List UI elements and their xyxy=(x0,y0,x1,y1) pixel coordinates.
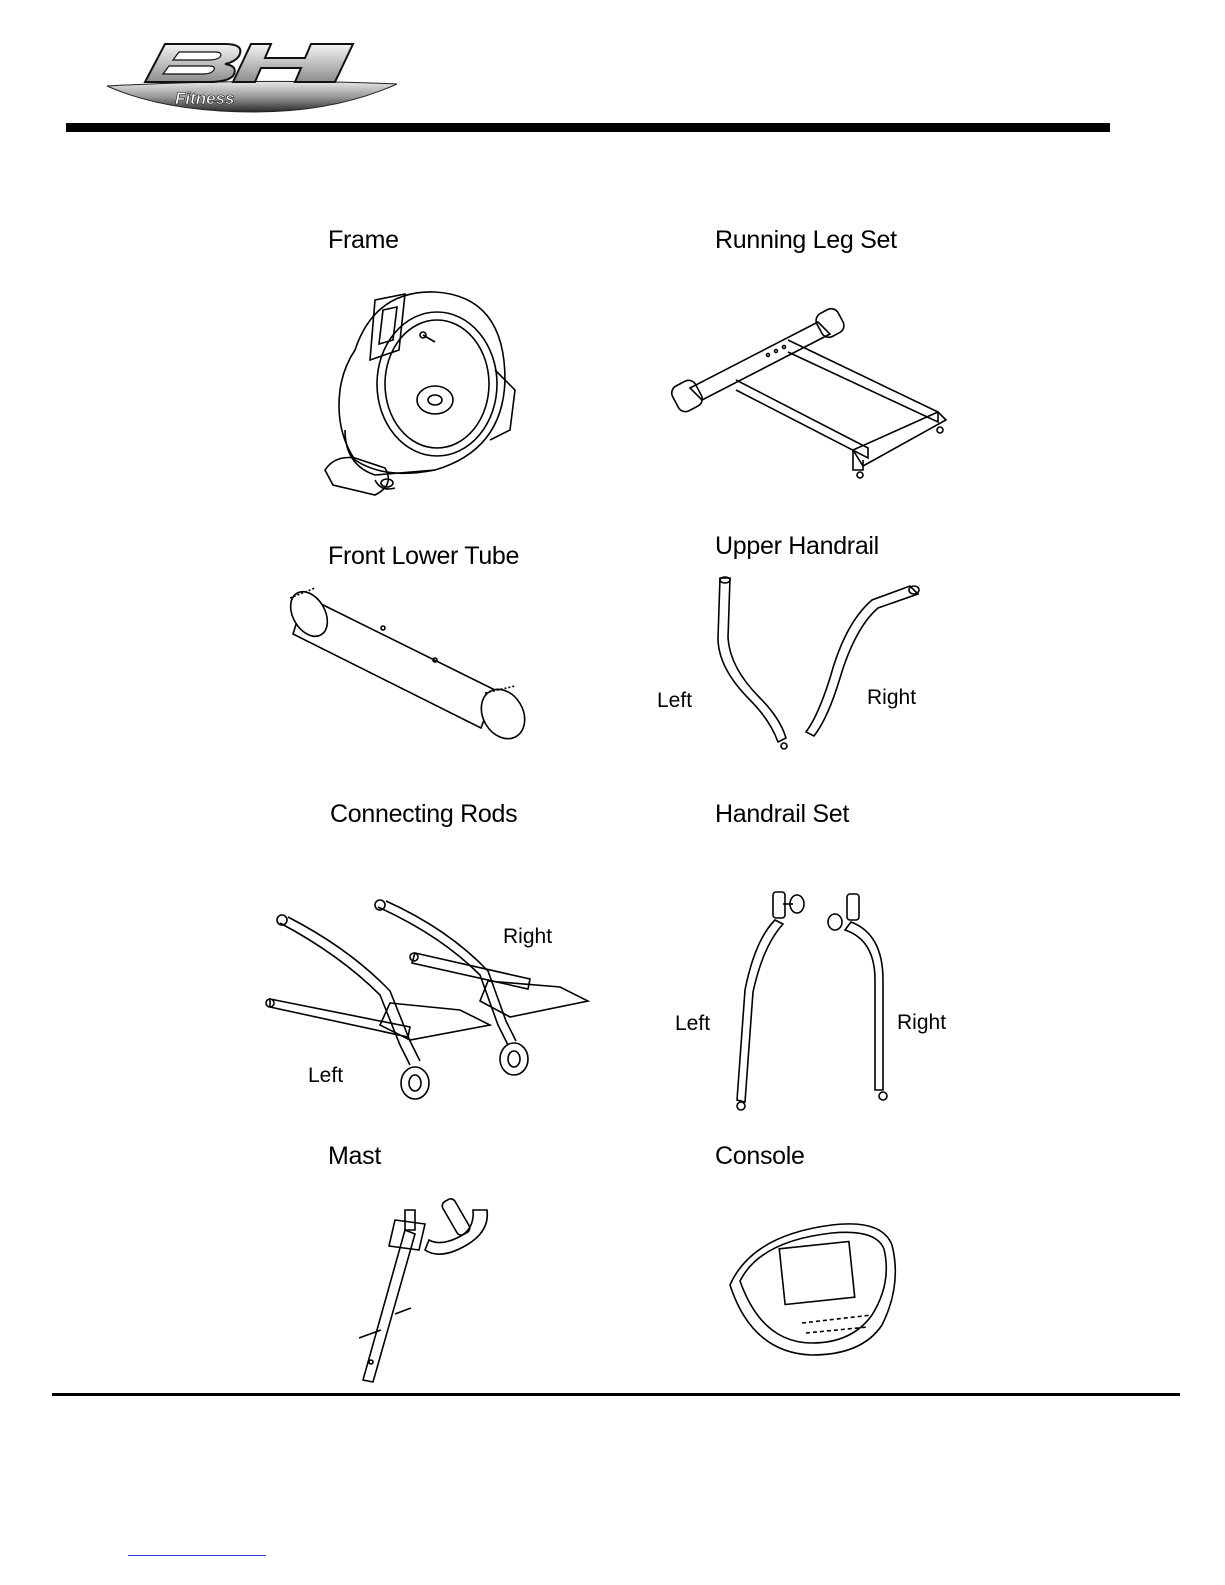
frame-label: Frame xyxy=(328,226,399,255)
mast-label: Mast xyxy=(328,1142,381,1171)
logo-sub-text: Fitness xyxy=(175,89,235,108)
frame-illustration xyxy=(315,280,525,510)
handrail-set-label: Handrail Set xyxy=(715,800,849,829)
upper-handrail-label: Upper Handrail xyxy=(715,532,879,561)
footer-link-underline[interactable] xyxy=(128,1555,266,1556)
console-label: Console xyxy=(715,1142,805,1171)
front-lower-tube-illustration xyxy=(285,578,535,748)
upper-handrail-left-label: Left xyxy=(657,689,692,713)
connecting-rods-illustration xyxy=(260,895,600,1115)
handrail-set-left-label: Left xyxy=(675,1012,710,1036)
header-rule xyxy=(66,123,1110,132)
upper-handrail-illustration xyxy=(690,568,950,758)
mast-illustration xyxy=(345,1190,515,1390)
handrail-set-illustration xyxy=(725,880,905,1120)
console-illustration xyxy=(722,1215,912,1365)
footer-rule xyxy=(52,1393,1180,1396)
running-leg-set-label: Running Leg Set xyxy=(715,226,897,255)
front-lower-tube-label: Front Lower Tube xyxy=(328,542,519,571)
running-leg-set-illustration xyxy=(668,300,958,480)
bh-fitness-logo: Fitness xyxy=(105,38,405,118)
connecting-rods-label: Connecting Rods xyxy=(330,800,517,829)
